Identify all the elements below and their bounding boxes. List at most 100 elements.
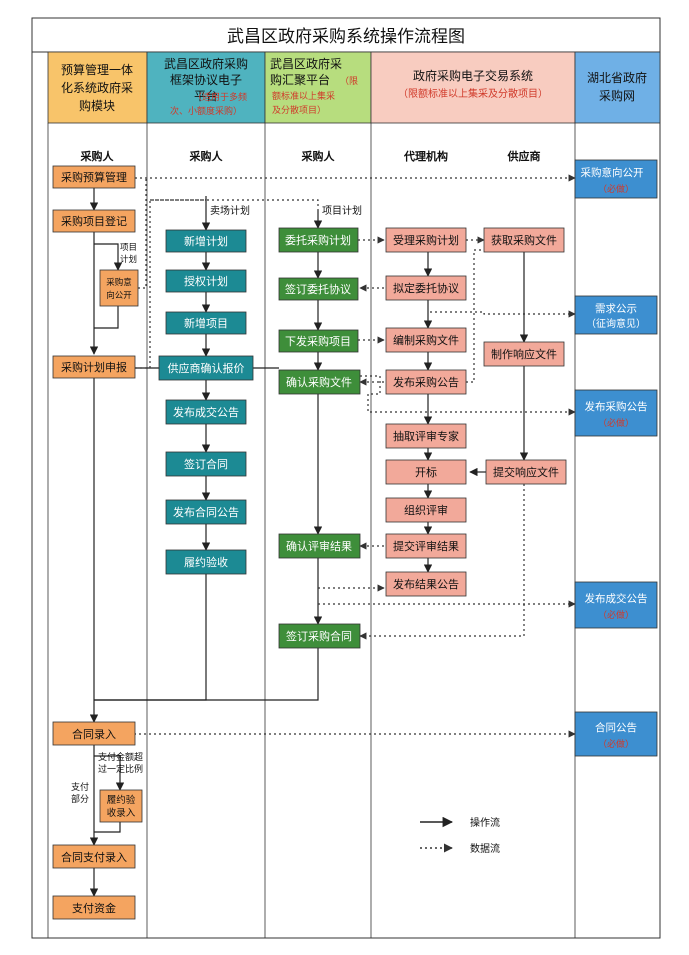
box-publish-result: 发布结果公告	[385, 571, 467, 597]
data-line	[138, 178, 147, 289]
role-label-c2: 采购人	[189, 149, 224, 163]
box-confirm-review: 确认评审结果	[278, 533, 361, 559]
header-c2-note: （适用于多频 次、小额度采购）	[170, 91, 247, 117]
box-publish-deal: 发布成交公告	[165, 399, 247, 425]
svg-text:发布成交公告: 发布成交公告	[173, 405, 239, 419]
box-budget-mgmt: 采购预算管理	[52, 165, 136, 189]
flow-line	[94, 306, 119, 329]
operation-flow-lines	[89, 188, 529, 897]
svg-text:新增计划: 新增计划	[184, 234, 228, 248]
svg-text:制作响应文件: 制作响应文件	[491, 347, 557, 361]
svg-text:合同支付录入: 合同支付录入	[61, 850, 127, 864]
data-flow-lines	[134, 174, 576, 738]
box-publish-notice: 发布采购公告	[385, 369, 467, 395]
required-note: （必做）	[598, 609, 634, 621]
svg-text:采购意向公开: 采购意向公开	[581, 166, 644, 179]
data-arrow	[359, 484, 525, 640]
svg-text:确认采购文件: 确认采购文件	[286, 375, 352, 389]
project-plan-v-line: 计划	[120, 254, 137, 265]
box-supplier-quote: 供应商确认报价	[158, 355, 254, 381]
box-new-plan: 新增计划	[165, 229, 247, 253]
acceptance-line: 收录入	[107, 807, 136, 819]
svg-text:需求公示: 需求公示	[595, 303, 637, 315]
svg-text:受理采购计划: 受理采购计划	[393, 233, 459, 247]
svg-text:开标: 开标	[415, 465, 437, 479]
box-submit-response: 提交响应文件	[485, 459, 567, 485]
header-c5-line: 湖北省政府	[587, 70, 647, 85]
svg-text:授权计划: 授权计划	[184, 274, 228, 288]
header-c3-note-line: 额标准以上集采	[272, 90, 335, 102]
svg-text:发布结果公告: 发布结果公告	[393, 577, 459, 591]
header-c2-line: 框架协议电子	[170, 72, 242, 87]
svg-text:发布采购公告: 发布采购公告	[585, 400, 648, 413]
svg-text:供应商确认报价: 供应商确认报价	[168, 361, 245, 375]
header-c2-line: 武昌区政府采购	[164, 56, 248, 71]
project-plan-v-line: 项目	[120, 243, 137, 253]
flow-line	[94, 822, 121, 833]
box-entrust-plan: 委托采购计划	[278, 227, 359, 253]
role-label-c1: 采购人	[80, 149, 115, 163]
pay-part-line: 部分	[71, 793, 89, 805]
box-plan-declare: 采购计划申报	[52, 355, 136, 379]
svg-text:签订采购合同: 签订采购合同	[286, 629, 352, 643]
pay-ratio-line: 过一定比例	[98, 763, 143, 775]
box-hb-contract: 合同公告 （必做）	[574, 711, 658, 757]
box-payment-entry: 合同支付录入	[52, 844, 136, 869]
box-hb-intent: 采购意向公开 （必做）	[574, 159, 658, 199]
header-c2-note-line: （适用于多频	[193, 91, 247, 103]
svg-text:编制采购文件: 编制采购文件	[393, 333, 459, 347]
svg-text:采购项目登记: 采购项目登记	[61, 214, 127, 228]
box-authorize-plan: 授权计划	[165, 269, 247, 293]
box-issue-project: 下发采购项目	[278, 329, 359, 353]
header-c1-title: 预算管理一体 化系统政府采 购模块	[61, 62, 133, 113]
required-note: （必做）	[598, 738, 634, 750]
data-line	[150, 196, 207, 201]
box-pay-funds: 支付资金	[52, 895, 136, 920]
svg-text:委托采购计划: 委托采购计划	[285, 233, 351, 247]
pay-ratio-line: 支付金额超	[98, 751, 143, 763]
svg-text:签订合同: 签订合同	[184, 457, 228, 471]
box-accept-plan: 受理采购计划	[385, 227, 467, 253]
svg-text:合同公告: 合同公告	[595, 721, 637, 734]
legend-operation-label: 操作流	[470, 816, 500, 829]
svg-text:合同录入: 合同录入	[72, 727, 116, 741]
header-c3-line: 武昌区政府采	[270, 56, 342, 71]
box-make-response: 制作响应文件	[483, 341, 565, 367]
box-publish-contract-fw: 发布合同公告	[165, 499, 247, 525]
header-c2-note-line: 次、小额度采购）	[170, 105, 242, 117]
svg-text:新增项目: 新增项目	[184, 316, 228, 330]
box-submit-review: 提交评审结果	[385, 533, 467, 559]
box-extract-experts: 抽取评审专家	[385, 423, 467, 449]
header-c1-line: 化系统政府采	[61, 80, 133, 95]
role-label-c3: 采购人	[301, 149, 336, 163]
data-line	[135, 199, 319, 369]
header-c3-note-line: （限	[340, 76, 358, 87]
box-get-docs: 获取采购文件	[483, 227, 565, 253]
svg-text:发布合同公告: 发布合同公告	[173, 505, 239, 519]
svg-text:抽取评审专家: 抽取评审专家	[393, 429, 459, 443]
box-open-bid: 开标	[385, 459, 467, 485]
header-c2-title: 武昌区政府采购 框架协议电子 平台	[164, 56, 248, 103]
data-arrow	[430, 310, 576, 318]
header-c3-note: （限 额标准以上集采 及分散项目）	[272, 76, 358, 116]
header-c2-line: 平台	[194, 88, 218, 103]
demand-note: （征询意见）	[586, 317, 646, 330]
svg-text:采购预算管理: 采购预算管理	[61, 170, 127, 184]
role-label-agency: 代理机构	[403, 149, 448, 163]
label-market-plan: 卖场计划	[210, 204, 250, 217]
flow-line	[94, 648, 319, 701]
required-note: （必做）	[598, 417, 634, 429]
svg-text:发布采购公告: 发布采购公告	[393, 375, 459, 389]
acceptance-line: 履约验	[107, 794, 136, 806]
header-c3-line: 购汇聚平台	[270, 72, 330, 87]
label-pay-part: 支付 部分	[71, 781, 89, 805]
box-project-register: 采购项目登记	[52, 209, 136, 233]
svg-text:组织评审: 组织评审	[404, 503, 448, 517]
box-draft-entrust: 拟定委托协议	[385, 275, 467, 301]
required-note: （必做）	[598, 183, 634, 195]
box-confirm-docs: 确认采购文件	[278, 369, 361, 395]
legend: 操作流 数据流	[420, 816, 500, 855]
box-contract-entry: 合同录入	[52, 721, 136, 746]
flow-arrow	[94, 243, 123, 271]
